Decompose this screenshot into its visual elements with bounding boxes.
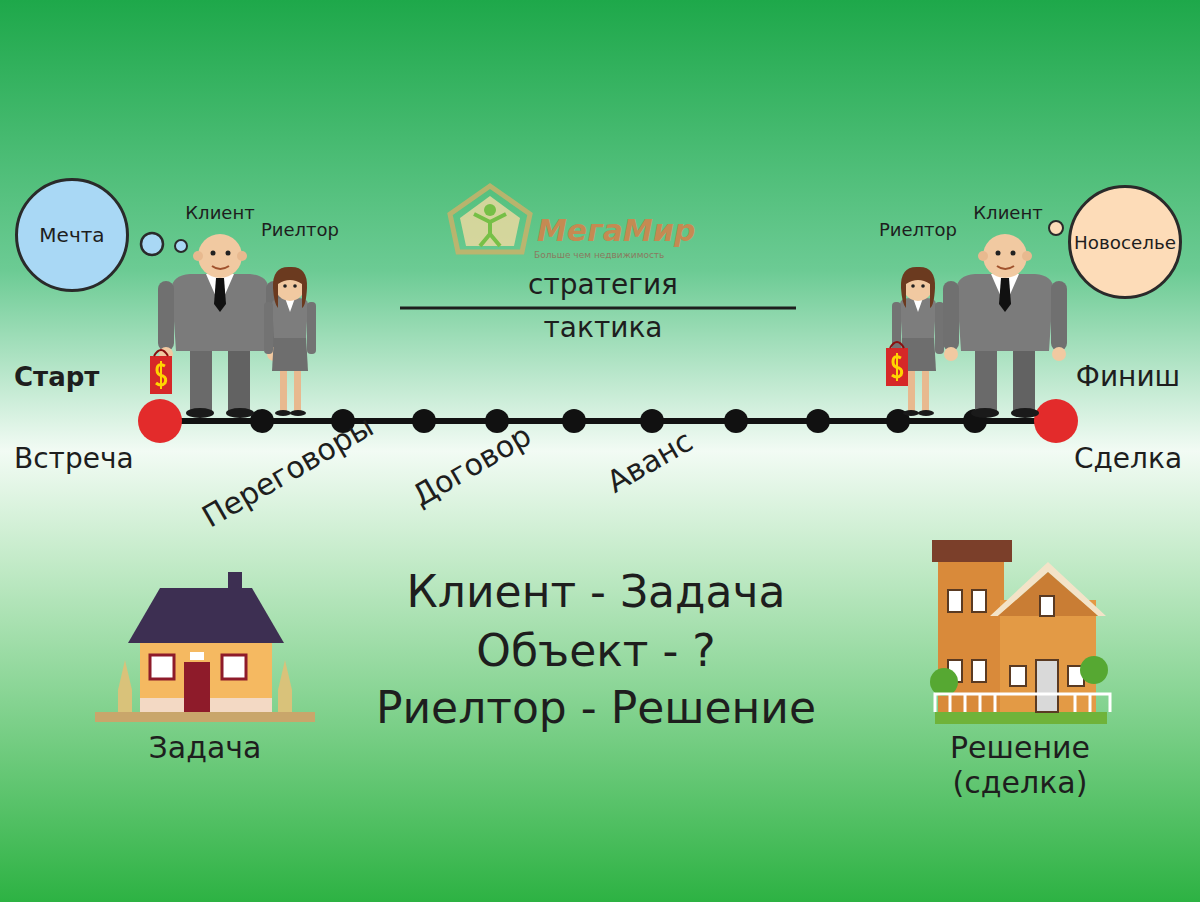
house-caption: Задача <box>149 731 262 766</box>
node-text: Новоселье <box>1074 232 1176 253</box>
role-line: Объект - ? <box>476 626 715 677</box>
role-line: Риелтор - Решение <box>376 683 816 734</box>
stage-label: Переговоры <box>196 409 379 535</box>
finish-label: Финиш <box>1076 361 1180 393</box>
role-line: Клиент - Задача <box>407 567 786 618</box>
stage-label: Сделка <box>1074 443 1182 475</box>
stage-label: Аванс <box>601 424 699 500</box>
person-label: Клиент <box>973 203 1042 224</box>
person-label: Риелтор <box>261 220 339 241</box>
stage-label: Встреча <box>14 443 134 475</box>
logo-tagline: Больше чем недвижимость <box>534 250 664 260</box>
start-label: Старт <box>14 363 99 393</box>
stage-label: Договор <box>407 418 538 513</box>
dream-circle: Мечта <box>15 178 129 292</box>
node-text: Мечта <box>39 223 104 247</box>
tactics-text: тактика <box>544 312 663 344</box>
housewarming-circle: Новоселье <box>1068 185 1182 299</box>
house-caption: Решение (сделка) <box>910 731 1130 800</box>
logo-text: МегаМир <box>537 214 695 249</box>
person-label: Риелтор <box>879 220 957 241</box>
person-label: Клиент <box>185 203 254 224</box>
strategy-text: стратегия <box>528 269 678 301</box>
